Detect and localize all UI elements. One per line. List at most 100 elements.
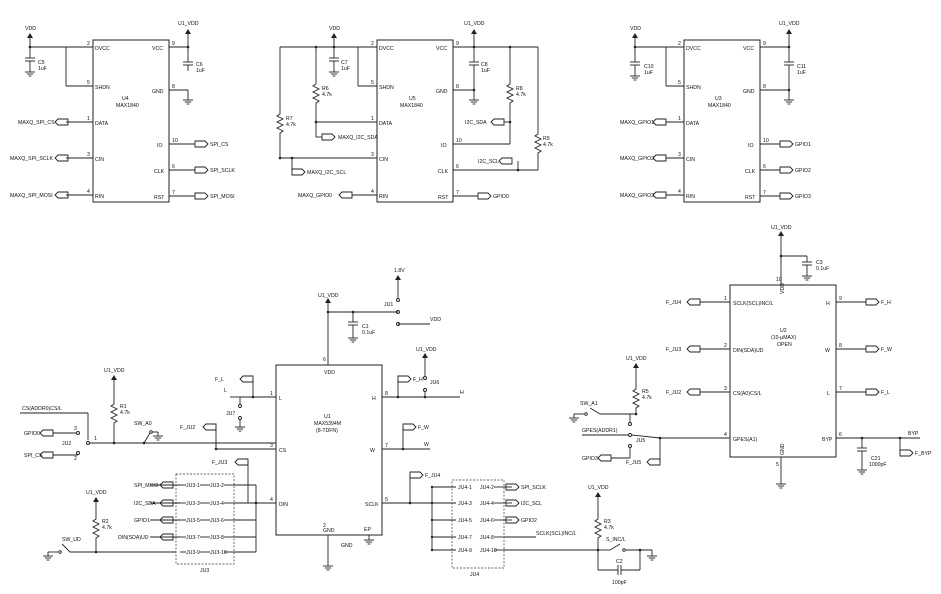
svg-text:2: 2: [87, 41, 90, 47]
ju3-pin-label: JU3-8: [210, 535, 224, 541]
svg-text:1uF: 1uF: [481, 68, 490, 74]
svg-text:MAXQ_I2C_SDA: MAXQ_I2C_SDA: [338, 135, 378, 141]
svg-text:U1_VDD: U1_VDD: [318, 293, 339, 299]
svg-text:U1_VDD: U1_VDD: [771, 225, 792, 231]
svg-text:GND: GND: [780, 443, 786, 455]
u4-net-data: MAXQ_SPI_CS: [18, 120, 55, 126]
svg-text:VDD: VDD: [430, 317, 441, 323]
svg-text:VCC: VCC: [152, 46, 163, 52]
svg-text:GND: GND: [323, 528, 335, 534]
svg-text:SHDN: SHDN: [379, 85, 394, 91]
svg-text:4: 4: [678, 189, 681, 195]
ju3-pin-label: JU3-1: [186, 483, 200, 489]
svg-text:3: 3: [270, 443, 273, 449]
svg-text:(10-µMAX): (10-µMAX): [771, 335, 796, 341]
svg-text:R5: R5: [642, 389, 649, 395]
svg-text:5: 5: [87, 80, 90, 86]
svg-text:L: L: [224, 388, 227, 394]
ju3-net-label: I2C_SDA: [134, 501, 156, 507]
svg-text:7: 7: [385, 443, 388, 449]
u4-net-rin: MAXQ_SPI_MOSI: [10, 193, 53, 199]
ju4-net-label: SCLK(SCL)INC/L: [536, 531, 576, 537]
svg-text:F_JU3: F_JU3: [666, 347, 681, 353]
svg-text:W: W: [825, 348, 830, 354]
svg-text:RIN: RIN: [686, 194, 695, 200]
svg-text:RIN: RIN: [95, 194, 104, 200]
svg-text:MAX1840: MAX1840: [708, 103, 731, 109]
svg-text:F_JU4: F_JU4: [666, 300, 681, 306]
svg-text:F_JU3: F_JU3: [212, 460, 227, 466]
svg-text:4: 4: [270, 497, 273, 503]
svg-text:7: 7: [839, 386, 842, 392]
svg-text:U1_VDD: U1_VDD: [86, 490, 107, 496]
svg-text:C8: C8: [481, 62, 488, 68]
svg-text:F_JU2: F_JU2: [666, 390, 681, 396]
svg-text:5: 5: [678, 80, 681, 86]
svg-text:U1_VDD: U1_VDD: [464, 21, 485, 27]
svg-text:F_H: F_H: [881, 300, 891, 306]
svg-text:5: 5: [776, 462, 779, 468]
ju3-pin-label: JU3-2: [210, 483, 224, 489]
u4-body: [92, 39, 170, 203]
svg-text:SPI_CS: SPI_CS: [24, 453, 43, 459]
svg-text:CIN: CIN: [379, 157, 388, 163]
svg-text:VDD: VDD: [329, 26, 340, 32]
svg-text:JU3: JU3: [200, 568, 209, 574]
svg-text:CIN: CIN: [95, 157, 104, 163]
svg-text:3: 3: [74, 426, 77, 432]
svg-text:DVCC: DVCC: [686, 46, 701, 52]
svg-text:F_W: F_W: [881, 347, 892, 353]
svg-text:GPIO2: GPIO2: [795, 168, 811, 174]
svg-text:I2C_SDA: I2C_SDA: [465, 120, 487, 126]
svg-text:3: 3: [678, 152, 681, 158]
svg-text:F_JU5: F_JU5: [626, 460, 641, 466]
svg-text:U3: U3: [715, 96, 722, 102]
svg-text:2: 2: [724, 343, 727, 349]
svg-text:4: 4: [87, 189, 90, 195]
svg-text:10: 10: [776, 277, 782, 283]
u4-net-clk: SPI_SCLK: [210, 168, 235, 174]
svg-text:6: 6: [763, 164, 766, 170]
svg-text:GPES(ADDR1): GPES(ADDR1): [582, 428, 618, 434]
svg-text:R9: R9: [543, 136, 550, 142]
svg-text:VCC: VCC: [743, 46, 754, 52]
cs-select-block: CS(ADDR0)CS/L GPIO0 SPI_CS 321 JU2 SW_A0…: [20, 368, 276, 462]
svg-text:U1_VDD: U1_VDD: [416, 347, 437, 353]
svg-text:SHDN: SHDN: [95, 85, 110, 91]
svg-text:4: 4: [371, 189, 374, 195]
ju4-pin-label: JU4-6: [480, 518, 494, 524]
svg-text:4: 4: [724, 432, 727, 438]
svg-text:U1_VDD: U1_VDD: [178, 21, 199, 27]
svg-text:EP: EP: [364, 527, 371, 533]
svg-text:C2: C2: [616, 559, 623, 565]
ju3-net-label: GPIO1: [134, 518, 150, 524]
svg-text:JU5: JU5: [636, 438, 645, 444]
svg-text:U1_VDD: U1_VDD: [779, 21, 800, 27]
svg-text:MAXQ_GPIO2: MAXQ_GPIO2: [620, 156, 654, 162]
svg-text:VDD: VDD: [25, 26, 36, 32]
svg-text:3: 3: [371, 152, 374, 158]
u4-net-cin: MAXQ_SPI_SCLK: [10, 156, 53, 162]
u2-body: [729, 284, 837, 458]
svg-text:GPIO3: GPIO3: [795, 194, 811, 200]
svg-text:F_H: F_H: [413, 377, 423, 383]
svg-text:DIN(SDA)UD: DIN(SDA)UD: [733, 348, 764, 354]
svg-text:U5: U5: [409, 96, 416, 102]
svg-text:F_BYP: F_BYP: [915, 451, 932, 457]
svg-text:H: H: [460, 390, 464, 396]
svg-text:R7: R7: [286, 116, 293, 122]
svg-text:9: 9: [456, 41, 459, 47]
u3-body: [683, 39, 761, 203]
svg-text:GND: GND: [152, 89, 164, 95]
svg-text:C5: C5: [38, 60, 45, 66]
svg-text:MAXQ_I2C_SCL: MAXQ_I2C_SCL: [307, 170, 346, 176]
svg-text:GPIO1: GPIO1: [795, 142, 811, 148]
svg-text:F_W: F_W: [418, 425, 429, 431]
svg-text:3: 3: [87, 152, 90, 158]
svg-text:RST: RST: [745, 195, 756, 201]
svg-text:C1: C1: [362, 324, 369, 330]
ju4-pin-label: JU4-10: [480, 548, 497, 554]
svg-text:C10: C10: [644, 64, 654, 70]
ju4-net-label: GPIO2: [521, 518, 537, 524]
